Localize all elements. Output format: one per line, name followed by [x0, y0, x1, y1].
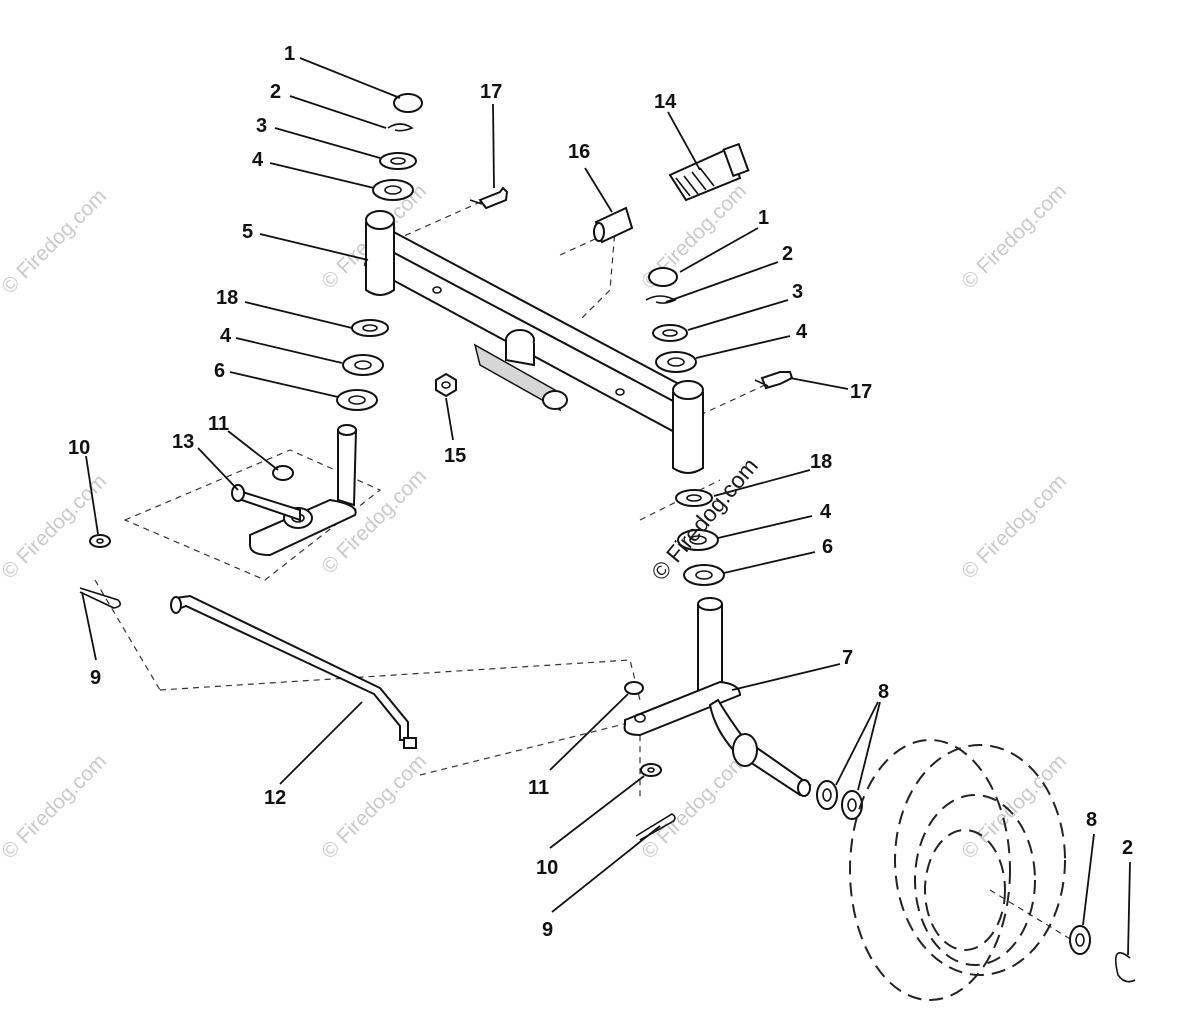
wheel-outline [849, 739, 1136, 1001]
callout-6: 6 [822, 536, 833, 558]
callout-18: 18 [810, 451, 832, 473]
callout-17: 17 [480, 81, 502, 103]
callout-10: 10 [68, 437, 90, 459]
callout-17: 17 [850, 381, 872, 403]
callout-18: 18 [216, 287, 238, 309]
callout-11: 11 [208, 413, 229, 435]
callout-7: 7 [842, 647, 853, 669]
watermark: © Firedog.com [957, 750, 1071, 864]
left-kingpin-hardware [336, 93, 423, 411]
assembly-guide-lines [94, 199, 1081, 946]
callout-12: 12 [264, 787, 286, 809]
leader-lines [81, 57, 1131, 956]
callout-3: 3 [792, 281, 803, 303]
callout-16: 16 [568, 141, 590, 163]
callout-1: 1 [284, 43, 295, 65]
callout-2: 2 [270, 81, 281, 103]
callout-2: 2 [782, 243, 793, 265]
callout-13: 13 [172, 431, 194, 453]
callout-4: 4 [252, 149, 264, 171]
watermark-layer: © Firedog.com © Firedog.com © Firedog.co… [0, 180, 1071, 864]
cap-left [393, 93, 423, 113]
callout-8: 8 [878, 681, 889, 703]
callout-4: 4 [796, 321, 808, 343]
watermark: © Firedog.com [957, 470, 1071, 584]
watermark: © Firedog.com [317, 750, 431, 864]
callout-4: 4 [220, 325, 232, 347]
callout-11: 11 [528, 777, 549, 799]
callout-2: 2 [1122, 837, 1133, 859]
watermark: © Firedog.com [0, 185, 111, 299]
tie-rod [170, 594, 417, 749]
watermark: © Firedog.com [0, 470, 111, 584]
watermark: © Firedog.com [0, 750, 111, 864]
watermark: © Firedog.com [957, 180, 1071, 294]
callout-4: 4 [820, 501, 832, 523]
callout-9: 9 [90, 667, 101, 689]
callout-15: 15 [444, 445, 466, 467]
callout-3: 3 [256, 115, 267, 137]
center-hardware [435, 142, 750, 398]
callout-10: 10 [536, 857, 558, 879]
left-spindle [79, 424, 358, 609]
callout-14: 14 [654, 91, 677, 113]
callout-5: 5 [242, 221, 253, 243]
callout-9: 9 [542, 919, 553, 941]
callout-8: 8 [1086, 809, 1097, 831]
axle-beam [363, 210, 704, 474]
right-spindle [623, 597, 863, 841]
callout-labels: 1 2 3 4 5 18 4 6 11 13 10 9 12 17 16 14 … [68, 43, 1133, 941]
callout-6: 6 [214, 360, 225, 382]
callout-1: 1 [758, 207, 769, 229]
